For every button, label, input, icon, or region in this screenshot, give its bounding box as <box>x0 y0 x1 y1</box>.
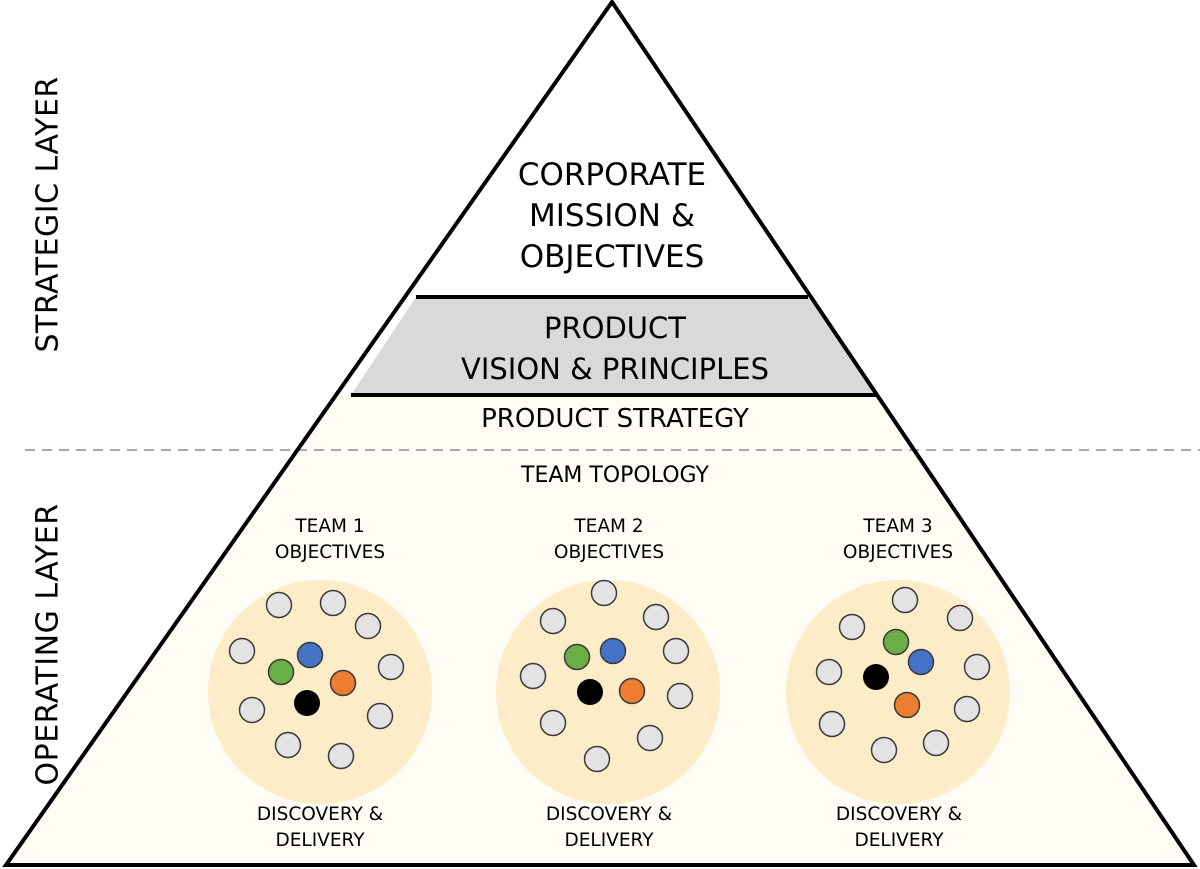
member-dot <box>891 586 919 614</box>
member-dot <box>870 736 898 764</box>
team-1-members <box>228 589 405 770</box>
team-title-line: TEAM 3 <box>863 516 933 537</box>
team-1-title: TEAM 1 OBJECTIVES <box>220 514 440 566</box>
member-dot-black <box>863 664 889 690</box>
member-dot <box>922 729 950 757</box>
team-2-members <box>519 579 694 773</box>
member-dot <box>238 696 266 724</box>
team-footer-line: DELIVERY <box>275 830 365 851</box>
member-dot-orange <box>893 691 921 719</box>
operating-layer-label: OPERATING LAYER <box>30 503 66 786</box>
team-1-circle <box>208 580 432 804</box>
team-title-line: TEAM 2 <box>574 516 644 537</box>
member-dot <box>366 702 394 730</box>
vision-band <box>351 297 876 395</box>
team-3-title: TEAM 3 OBJECTIVES <box>788 514 1008 566</box>
member-dot-blue <box>907 648 935 676</box>
member-dot <box>953 695 981 723</box>
member-dot <box>583 745 611 773</box>
tier-product-vision: PRODUCT VISION & PRINCIPLES <box>400 308 830 390</box>
member-dot <box>519 662 547 690</box>
team-2-group <box>496 579 720 804</box>
member-dot <box>815 658 843 686</box>
team-2-title: TEAM 2 OBJECTIVES <box>499 514 719 566</box>
team-2-footer: DISCOVERY & DELIVERY <box>499 802 719 854</box>
member-dot <box>666 682 694 710</box>
member-dot <box>274 731 302 759</box>
tier-vision-line: VISION & PRINCIPLES <box>461 352 769 386</box>
member-dot <box>539 607 567 635</box>
team-title-line: TEAM 1 <box>295 516 365 537</box>
team-footer-line: DISCOVERY & <box>835 804 963 825</box>
team-1-footer: DISCOVERY & DELIVERY <box>210 802 430 854</box>
team-footer-line: DELIVERY <box>564 830 654 851</box>
member-dot-orange <box>618 677 646 705</box>
team-footer-line: DISCOVERY & <box>545 804 673 825</box>
strategic-layer-label: STRATEGIC LAYER <box>30 76 66 353</box>
team-3-circle <box>786 580 1010 804</box>
team-footer-line: DELIVERY <box>854 830 944 851</box>
member-dot <box>946 604 974 632</box>
tier-corporate-line: OBJECTIVES <box>519 239 705 275</box>
member-dot <box>642 603 670 631</box>
tier-corporate-line: CORPORATE <box>517 157 707 193</box>
member-dot <box>539 709 567 737</box>
member-dot <box>590 579 618 607</box>
team-3-footer: DISCOVERY & DELIVERY <box>789 802 1009 854</box>
team-3-members <box>815 586 991 764</box>
team-title-line: OBJECTIVES <box>842 542 954 563</box>
member-dot <box>228 637 256 665</box>
member-dot <box>377 653 405 681</box>
member-dot <box>327 742 355 770</box>
team-title-line: OBJECTIVES <box>274 542 386 563</box>
member-dot <box>354 612 382 640</box>
member-dot-black <box>577 679 603 705</box>
member-dot <box>319 589 347 617</box>
team-title-line: OBJECTIVES <box>553 542 665 563</box>
member-dot-green <box>563 643 591 671</box>
member-dot-green <box>267 658 295 686</box>
tier-team-topology: TEAM TOPOLOGY <box>521 463 709 488</box>
member-dot <box>636 724 664 752</box>
member-dot <box>265 591 293 619</box>
member-dot <box>662 637 690 665</box>
team-2-circle <box>496 580 720 804</box>
member-dot-blue <box>296 641 324 669</box>
member-dot <box>818 710 846 738</box>
team-footer-line: DISCOVERY & <box>256 804 384 825</box>
member-dot-green <box>882 628 910 656</box>
member-dot-black <box>294 690 320 716</box>
member-dot-blue <box>599 637 627 665</box>
member-dot <box>963 653 991 681</box>
member-dot-orange <box>329 669 357 697</box>
tier-corporate-mission: CORPORATE MISSION & OBJECTIVES <box>462 155 762 278</box>
tier-corporate-line: MISSION & <box>528 198 695 234</box>
team-1-group <box>208 580 432 804</box>
team-3-group <box>786 580 1010 804</box>
tier-vision-line: PRODUCT <box>544 311 686 345</box>
member-dot <box>838 613 866 641</box>
tier-product-strategy: PRODUCT STRATEGY <box>481 404 749 434</box>
